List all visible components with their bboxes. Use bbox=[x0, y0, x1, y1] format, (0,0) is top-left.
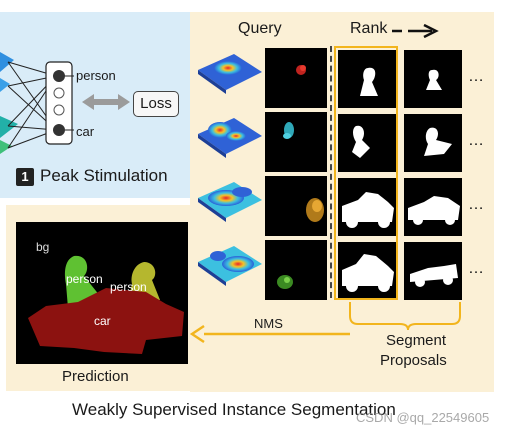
more-proposals-row2: … bbox=[468, 132, 485, 149]
heatmap-1 bbox=[198, 54, 262, 94]
proposal-rank1-row2 bbox=[338, 114, 396, 172]
class-label-person: person bbox=[76, 68, 116, 83]
nms-connector bbox=[190, 302, 461, 344]
peak-response-tile-2 bbox=[265, 112, 327, 172]
label-person-1: person bbox=[66, 272, 103, 286]
class-label-car: car bbox=[76, 124, 95, 139]
figure-caption: Weakly Supervised Instance Segmentation bbox=[72, 400, 396, 419]
watermark-text: CSDN @qq_22549605 bbox=[356, 410, 490, 425]
query-header: Query bbox=[238, 20, 282, 37]
proposal-rank1-row4 bbox=[338, 242, 396, 300]
network-diagram bbox=[0, 52, 130, 154]
proposal-rank2-row2 bbox=[404, 114, 462, 172]
label-person-2: person bbox=[110, 280, 147, 294]
prediction-title: Prediction bbox=[62, 368, 129, 385]
label-bg: bg bbox=[36, 240, 50, 254]
proposal-rank1-row3 bbox=[338, 178, 396, 236]
proposal-rank2-row1 bbox=[404, 50, 462, 108]
separator-line bbox=[330, 46, 332, 298]
peak-heatmaps bbox=[198, 54, 262, 286]
step-number-badge: 1 bbox=[16, 168, 34, 186]
segment-label-line2: Proposals bbox=[380, 352, 447, 369]
more-proposals-row1: … bbox=[468, 68, 485, 85]
heatmap-2 bbox=[198, 118, 262, 158]
more-proposals-row4: … bbox=[468, 260, 485, 277]
proposal-rank2-row3 bbox=[404, 178, 462, 236]
heatmap-4 bbox=[198, 246, 262, 286]
top-rank-highlight bbox=[334, 46, 398, 300]
peak-response-tile-1 bbox=[265, 48, 327, 108]
heatmap-3 bbox=[198, 182, 262, 222]
prediction-image bbox=[16, 222, 188, 364]
nms-label: NMS bbox=[254, 316, 283, 331]
label-car: car bbox=[94, 314, 111, 328]
loss-box: Loss bbox=[133, 91, 179, 117]
proposal-rank2-row4 bbox=[404, 242, 462, 300]
more-proposals-row3: … bbox=[468, 196, 485, 213]
rank-header: Rank bbox=[350, 20, 388, 37]
peak-response-tile-4 bbox=[265, 240, 327, 300]
proposal-rank1-row1 bbox=[338, 50, 396, 108]
loss-label: Loss bbox=[140, 95, 172, 112]
segment-label-line1: Segment bbox=[386, 332, 447, 349]
step-number: 1 bbox=[21, 169, 29, 184]
step-title: Peak Stimulation bbox=[40, 166, 168, 185]
rank-arrow-icon bbox=[392, 24, 439, 38]
peak-response-tile-3 bbox=[265, 176, 327, 236]
